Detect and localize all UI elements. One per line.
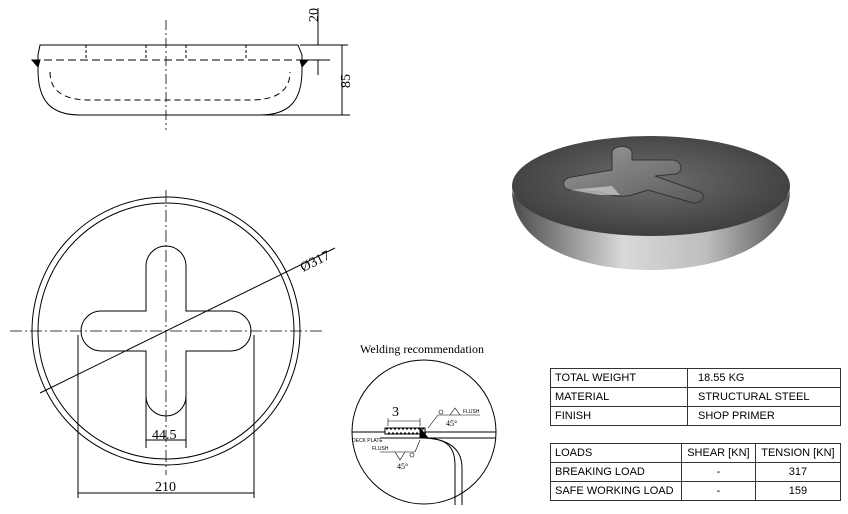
weld-flush-top: FLUSH [463,409,480,415]
weld-flush-left: FLUSH [372,446,389,452]
dim-height: 85 [339,74,354,88]
weld-deck-plate: DECK PLATE [352,438,383,444]
property-value: SHOP PRIMER [687,406,841,426]
dim-base-width: 210 [155,480,176,495]
diameter-leader [39,247,336,394]
tension-value: 317 [754,462,842,482]
table-row: SAFE WORKING LOAD - 159 [550,481,842,501]
weld-angle-bottom: 45° [397,462,408,471]
table-row: MATERIAL STRUCTURAL STEEL [550,387,841,407]
load-label: SAFE WORKING LOAD [550,481,682,501]
weld-detail [351,359,497,505]
plan-view [10,190,336,498]
property-label: FINISH [550,406,688,426]
load-label: BREAKING LOAD [550,462,682,482]
side-view [30,8,350,130]
weld-caption: Welding recommendation [360,342,484,356]
dim-diameter: Ø317 [298,248,333,275]
tension-header: TENSION [KN] [754,443,842,463]
weld-dim-3: 3 [392,405,399,420]
table-header-row: LOADS SHEAR [KN] TENSION [KN] [550,443,842,463]
properties-table: TOTAL WEIGHT 18.55 KG MATERIAL STRUCTURA… [550,368,841,426]
shear-value: - [681,481,756,501]
property-label: MATERIAL [550,387,688,407]
property-value: 18.55 KG [687,368,841,388]
property-label: TOTAL WEIGHT [550,368,688,388]
table-row: TOTAL WEIGHT 18.55 KG [550,368,841,388]
property-value: STRUCTURAL STEEL [687,387,841,407]
dim-lip-height: 20 [307,8,322,22]
render-3d [512,136,790,270]
shear-value: - [681,462,756,482]
table-row: BREAKING LOAD - 317 [550,462,842,482]
loads-header: LOADS [550,443,682,463]
table-row: FINISH SHOP PRIMER [550,406,841,426]
shear-header: SHEAR [KN] [681,443,756,463]
dim-recess-width: 44.5 [152,428,177,443]
tension-value: 159 [754,481,842,501]
loads-table: LOADS SHEAR [KN] TENSION [KN] BREAKING L… [550,443,842,501]
weld-angle-top: 45° [446,419,457,428]
